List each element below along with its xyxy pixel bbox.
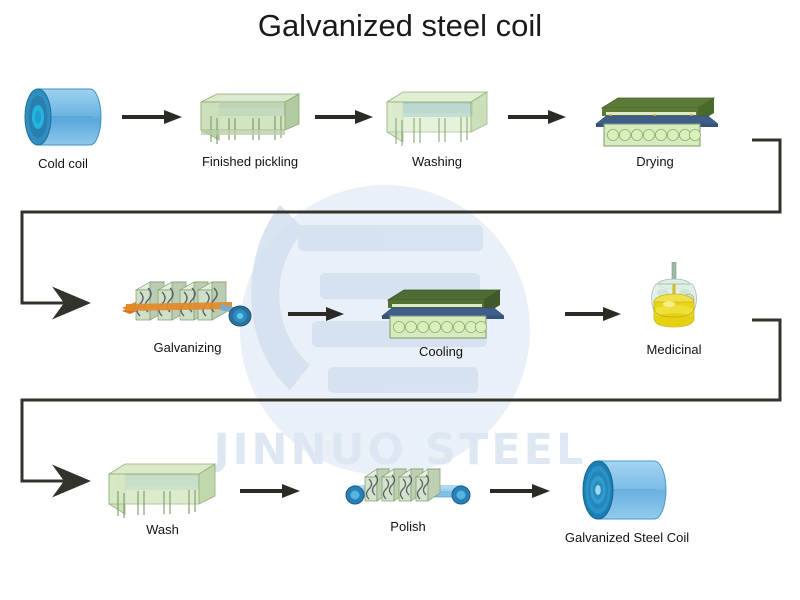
caption-finished-pickling: Finished pickling [201, 154, 299, 169]
node-finished-pickling[interactable]: Finished pickling [195, 90, 305, 169]
pickling-tank-icon [200, 93, 301, 144]
node-galvanized-steel-coil[interactable]: Galvanized Steel Coil [565, 458, 689, 545]
page-title: Galvanized steel coil [257, 8, 543, 43]
caption-medicinal: Medicinal [646, 342, 702, 357]
caption-cold-coil: Cold coil [38, 156, 88, 171]
node-washing[interactable]: Washing [383, 88, 491, 169]
caption-polish: Polish [390, 519, 426, 534]
arrow-5-icon [565, 307, 621, 321]
arrow-2-icon [315, 110, 373, 124]
arrow-1-icon [122, 110, 182, 124]
arrow-3-icon [508, 110, 566, 124]
caption-cooling: Cooling [418, 344, 464, 359]
node-cold-coil[interactable]: Cold coil [14, 86, 112, 171]
drying-oven-icon [595, 97, 718, 147]
node-wash[interactable]: Wash [105, 460, 220, 537]
caption-galvanized-steel-coil: Galvanized Steel Coil [564, 530, 690, 545]
arrow-6-icon [240, 484, 300, 498]
cooling-oven-icon [381, 289, 504, 339]
node-cooling[interactable]: Cooling [378, 288, 504, 359]
washing-tank-icon [385, 91, 489, 146]
cold-coil-icon [24, 88, 102, 146]
node-galvanizing[interactable]: Galvanizing [120, 278, 255, 355]
arrow-7-icon [490, 484, 550, 498]
wash-tank-icon [107, 463, 217, 518]
medicinal-vessel-icon [651, 262, 697, 328]
galvanizing-furnace-icon [122, 281, 252, 327]
polish-line-icon [345, 468, 471, 505]
caption-wash: Wash [146, 522, 179, 537]
caption-galvanizing: Galvanizing [153, 340, 222, 355]
node-medicinal[interactable]: Medicinal [643, 262, 705, 357]
galvanized-coil-icon [582, 460, 667, 520]
node-polish[interactable]: Polish [343, 465, 473, 534]
caption-drying: Drying [636, 154, 674, 169]
node-drying[interactable]: Drying [592, 96, 718, 169]
arrow-4-icon [288, 307, 344, 321]
caption-washing: Washing [411, 154, 463, 169]
